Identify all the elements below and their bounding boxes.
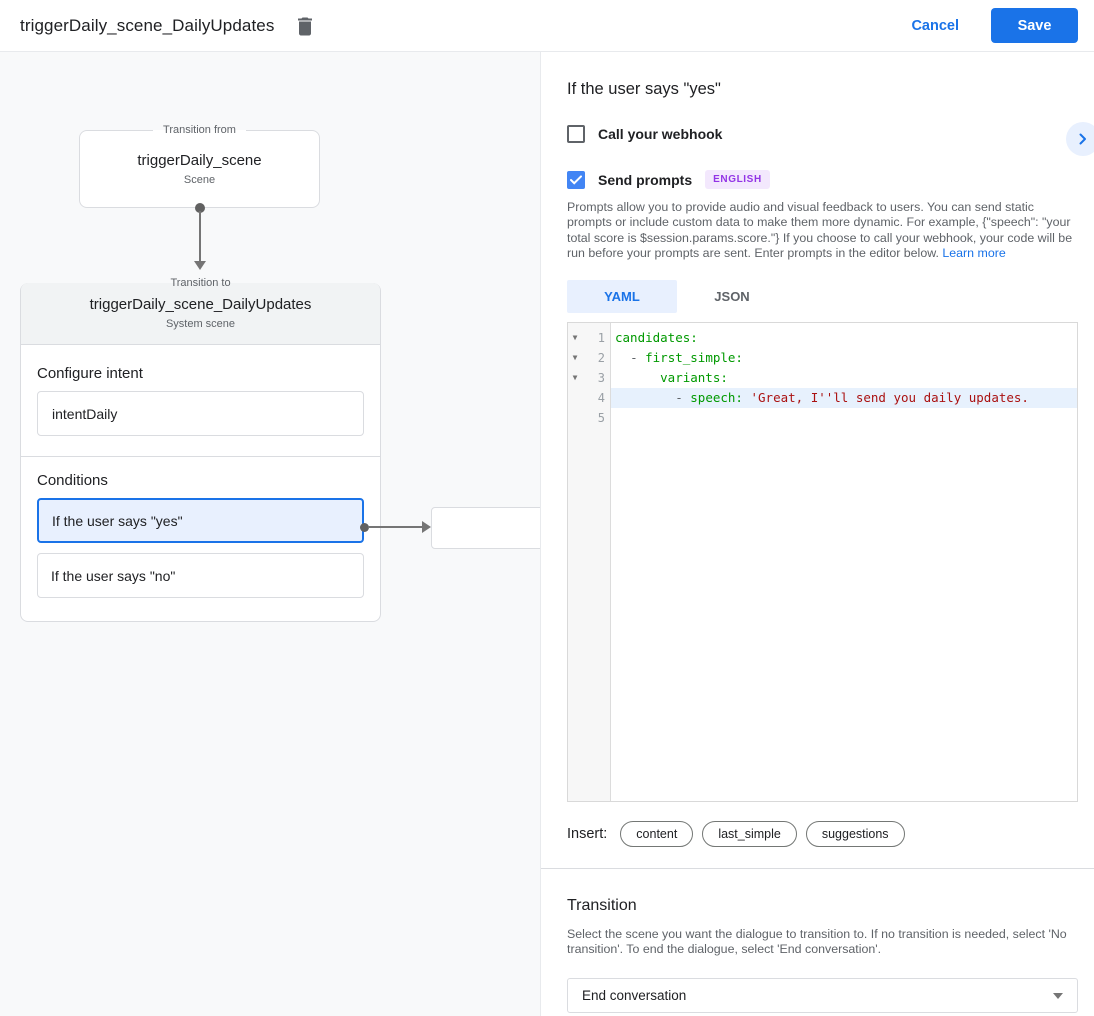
from-scene-type: Scene: [183, 174, 216, 186]
condition-item-yes[interactable]: If the user says "yes": [37, 498, 364, 543]
transition-description: Select the scene you want the dialogue t…: [567, 926, 1067, 957]
fold-arrow-icon[interactable]: ▼: [572, 333, 578, 343]
code-segment-key: first_simple:: [645, 349, 743, 365]
code-segment-plain: [743, 390, 751, 405]
language-badge: ENGLISH: [705, 170, 770, 189]
condition-item-label: If the user says "no": [51, 567, 176, 584]
top-bar: triggerDaily_scene_DailyUpdates Cancel S…: [0, 0, 1094, 52]
call-webhook-label: Call your webhook: [598, 126, 723, 142]
gutter-line: ▼2: [568, 348, 610, 368]
tab-json[interactable]: JSON: [714, 288, 750, 304]
to-scene-name: triggerDaily_scene_DailyUpdates: [89, 296, 312, 313]
chevron-right-icon: [1077, 133, 1089, 145]
code-segment-string: 'Great, I''ll send you daily updates.: [750, 389, 1029, 405]
connector-dot: [360, 523, 369, 532]
code-line[interactable]: - first_simple:: [611, 348, 1077, 368]
code-segment-key: speech:: [690, 389, 743, 405]
code-segment-dash: -: [630, 349, 646, 365]
conditions-label: Conditions: [37, 472, 108, 489]
gutter-line: 5: [568, 408, 610, 428]
panel-divider: [541, 867, 1094, 869]
condition-item-no[interactable]: If the user says "no": [37, 553, 364, 598]
card-divider: [21, 456, 380, 457]
code-segment-dash: -: [675, 389, 691, 405]
connector-line-horizontal: [368, 526, 423, 528]
trash-icon: [296, 16, 314, 36]
gutter-line: ▼1: [568, 328, 610, 348]
intent-item[interactable]: intentDaily: [37, 391, 364, 436]
line-number: 2: [597, 350, 605, 365]
code-segment-key: candidates:: [615, 329, 698, 345]
send-prompts-checkbox[interactable]: [567, 170, 585, 189]
insert-label: Insert:: [567, 825, 608, 842]
arrow-down-icon: [194, 261, 206, 270]
checkmark-icon: [570, 174, 582, 185]
line-number: 3: [597, 370, 605, 385]
line-number: 5: [597, 410, 605, 425]
code-line[interactable]: variants:: [611, 368, 1077, 388]
connector-dot: [195, 203, 205, 213]
panel-title: If the user says "yes": [567, 80, 721, 98]
learn-more-link[interactable]: Learn more: [942, 246, 1006, 261]
line-number: 4: [597, 390, 605, 405]
scene-diagram-canvas: Transition from triggerDaily_scene Scene…: [0, 52, 541, 1016]
transition-dropdown[interactable]: End conversation: [567, 978, 1078, 1014]
code-line[interactable]: [611, 408, 1077, 428]
code-line[interactable]: candidates:: [611, 328, 1077, 348]
configure-intent-label: Configure intent: [37, 365, 143, 382]
gutter-line: 4: [568, 388, 610, 408]
intent-item-label: intentDaily: [52, 405, 118, 422]
code-segment-plain: [615, 390, 675, 405]
arrow-right-icon: [422, 521, 431, 533]
connector-line-vertical: [199, 211, 201, 262]
code-line[interactable]: - speech: 'Great, I''ll send you daily u…: [611, 387, 1077, 408]
code-segment-plain: [615, 350, 630, 365]
editor-code-area: candidates: - first_simple: variants: - …: [611, 323, 1077, 801]
from-scene-name: triggerDaily_scene: [137, 152, 262, 169]
fold-arrow-icon[interactable]: ▼: [572, 373, 578, 383]
insert-suggestions-button[interactable]: suggestions: [805, 820, 905, 847]
transition-from-legend: Transition from: [163, 124, 236, 136]
condition-detail-panel: If the user says "yes" Call your webhook…: [541, 52, 1094, 1016]
call-webhook-checkbox[interactable]: [567, 125, 585, 143]
save-button[interactable]: Save: [991, 8, 1078, 43]
code-segment-plain: [615, 370, 660, 385]
fold-arrow-icon[interactable]: ▼: [572, 353, 578, 363]
delete-button[interactable]: [292, 12, 318, 40]
cancel-button[interactable]: Cancel: [911, 17, 959, 34]
gutter-line: ▼3: [568, 368, 610, 388]
prompts-description-text: Prompts allow you to provide audio and v…: [567, 200, 1073, 261]
send-prompts-label: Send prompts: [598, 171, 693, 188]
tab-yaml[interactable]: YAML: [567, 279, 677, 313]
transition-from-node[interactable]: Transition from triggerDaily_scene Scene: [79, 124, 320, 208]
transition-target-node[interactable]: [431, 507, 540, 549]
transition-to-legend: Transition to: [170, 277, 231, 289]
to-scene-type: System scene: [165, 318, 236, 330]
line-number: 1: [597, 330, 605, 345]
to-scene-header: triggerDaily_scene_DailyUpdates System s…: [21, 283, 380, 345]
transition-dropdown-value: End conversation: [582, 988, 687, 1004]
insert-last-simple-button[interactable]: last_simple: [702, 820, 797, 847]
transition-to-node: Transition to triggerDaily_scene_DailyUp…: [20, 277, 381, 622]
collapse-panel-button[interactable]: [1066, 122, 1094, 156]
code-segment-key: variants:: [660, 369, 728, 385]
dropdown-caret-icon: [1053, 992, 1063, 999]
page-title: triggerDaily_scene_DailyUpdates: [20, 15, 275, 35]
insert-content-button[interactable]: content: [620, 820, 694, 847]
condition-item-label: If the user says "yes": [52, 512, 183, 529]
prompts-description: Prompts allow you to provide audio and v…: [567, 200, 1078, 262]
insert-row: Insert: content last_simple suggestions: [567, 820, 1078, 847]
transition-section-title: Transition: [567, 896, 637, 914]
editor-format-tabs: YAML JSON: [567, 279, 1078, 313]
